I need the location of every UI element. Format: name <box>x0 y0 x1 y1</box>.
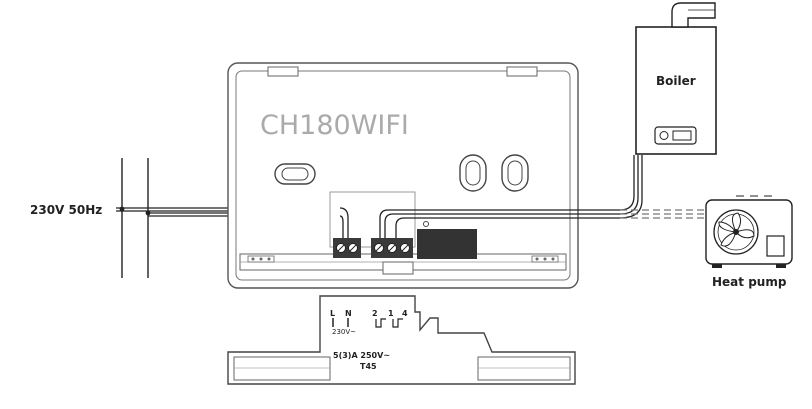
terminal-n-label: N <box>345 309 352 318</box>
terminal-cover <box>227 295 576 385</box>
terminal-1-label: 1 <box>388 309 394 318</box>
terminal-l-label: L <box>330 309 335 318</box>
boiler <box>635 2 717 155</box>
terminal-block-power <box>333 238 361 258</box>
terminal-4-label: 4 <box>402 309 408 318</box>
internal-wires <box>339 207 578 240</box>
temperature-label: T45 <box>360 362 377 371</box>
supply-bus <box>119 158 151 278</box>
led-hole <box>423 221 429 227</box>
terminal-2-label: 2 <box>372 309 378 318</box>
rating-label: 5(3)A 250V~ <box>333 351 390 360</box>
heat-pump-dashed-wires <box>620 209 708 219</box>
boiler-label: Boiler <box>656 74 696 88</box>
thermostat-backplate <box>227 62 579 289</box>
heat-pump <box>705 195 793 268</box>
supply-label: 230V 50Hz <box>30 203 102 217</box>
terminal-block-relay <box>371 238 413 258</box>
device-model: CH180WIFI <box>260 110 409 141</box>
relay-component <box>417 229 477 259</box>
heat-pump-label: Heat pump <box>712 275 787 289</box>
terminal-voltage-label: 230V~ <box>332 328 356 336</box>
output-wires <box>578 155 643 219</box>
